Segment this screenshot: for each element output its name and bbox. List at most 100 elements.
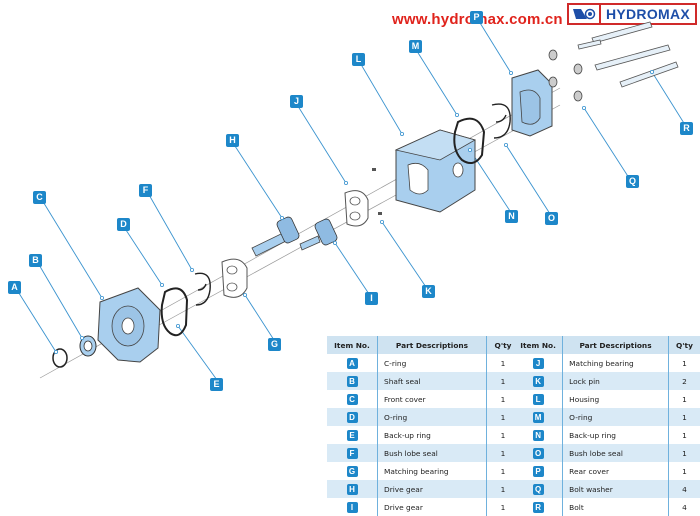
logo-text: HYDROMAX [605, 6, 691, 22]
part-p-rear-cover [511, 69, 553, 137]
cell-part-description: Lock pin [562, 372, 669, 390]
callout-d: D [117, 218, 130, 231]
cell-part-description: Back-up ring [562, 426, 669, 444]
table-header-row: Item No. Part Descriptions Q'ty [514, 336, 700, 354]
item-badge: B [346, 375, 358, 387]
cell-item-no: L [514, 390, 564, 408]
cell-item-no: F [327, 444, 378, 462]
cell-qty: 1 [486, 408, 519, 426]
cell-part-description: Drive gear [377, 498, 487, 516]
part-r-bolts [577, 21, 679, 88]
part-d-o-ring [160, 287, 189, 337]
cell-qty: 1 [500, 430, 506, 440]
part-k-lock-pins [372, 168, 382, 215]
header-item-no: Item No. [327, 336, 378, 354]
cell-qty: 1 [500, 502, 506, 512]
cell-qty: 1 [668, 408, 700, 426]
cell-qty: 1 [500, 466, 506, 476]
item-badge: I [346, 501, 358, 513]
cell-item-no: J [514, 354, 564, 372]
cell-item-no: A [327, 354, 378, 372]
part-i-drive-gear [299, 218, 338, 251]
cell-item-no: D [327, 408, 378, 426]
item-badge: M [532, 411, 544, 423]
cell-part-description: Bush lobe seal [562, 444, 669, 462]
cell-part-description: Bolt [562, 498, 669, 516]
callout-q: Q [626, 175, 639, 188]
part-m-o-ring [453, 117, 486, 165]
cell-item-no: C [327, 390, 378, 408]
cell-qty: 1 [682, 430, 687, 440]
cell-qty: 1 [486, 480, 519, 498]
part-c-front-cover [97, 287, 161, 363]
cell-qty: 1 [668, 444, 700, 462]
cell-item-no: N [514, 426, 564, 444]
callout-n: N [505, 210, 518, 223]
cell-item-no: M [514, 408, 564, 426]
header-qty: Q'ty [486, 336, 519, 354]
part-l-housing [394, 129, 477, 213]
cell-qty: 4 [682, 502, 687, 512]
cell-item-no: Q [514, 480, 564, 498]
cell-qty: 1 [682, 466, 687, 476]
item-badge: F [346, 447, 358, 459]
header-qty: Q'ty [668, 336, 700, 354]
callout-g: G [268, 338, 281, 351]
item-badge: G [346, 465, 358, 477]
item-badge: H [346, 483, 358, 495]
cell-item-no: E [327, 426, 378, 444]
callout-r: R [680, 122, 693, 135]
table-row: I Drive gear 1 [327, 498, 519, 516]
callout-j: J [290, 95, 303, 108]
item-badge: K [532, 375, 544, 387]
part-o-bush-lobe-seal [491, 103, 511, 139]
item-badge: O [532, 447, 544, 459]
item-badge: A [346, 357, 358, 369]
cell-part-description: Matching bearing [562, 354, 669, 372]
cell-part-description: C-ring [377, 354, 487, 372]
cell-item-no: H [327, 480, 378, 498]
item-badge: Q [532, 483, 544, 495]
cell-part-description: Shaft seal [377, 372, 487, 390]
part-h-drive-gear [251, 216, 300, 257]
hydromax-logo: HYDROMAX [567, 3, 697, 25]
part-j-matching-bearing [344, 190, 369, 227]
callout-o: O [545, 212, 558, 225]
callout-b: B [29, 254, 42, 267]
cell-item-no: R [514, 498, 564, 516]
part-g-matching-bearing [221, 258, 248, 298]
part-f-bush-lobe-seal [194, 272, 211, 306]
cell-item-no: O [514, 444, 564, 462]
cell-qty: 1 [682, 394, 687, 404]
callout-a: A [8, 281, 21, 294]
callout-l: L [352, 53, 365, 66]
item-badge: E [346, 429, 358, 441]
item-badge: C [346, 393, 358, 405]
cell-part-description: Drive gear [377, 480, 487, 498]
cell-item-no: B [327, 372, 378, 390]
cell-part-description: Front cover [377, 390, 487, 408]
table-row: R Bolt 4 [514, 498, 700, 516]
item-badge: D [346, 411, 358, 423]
table-row: E Back-up ring 1 [327, 426, 519, 444]
cell-qty: 1 [486, 372, 519, 390]
cell-part-description: Back-up ring [377, 426, 487, 444]
cell-item-no: K [514, 372, 564, 390]
callout-k: K [422, 285, 435, 298]
cell-item-no: I [327, 498, 378, 516]
cell-qty: 4 [668, 480, 700, 498]
item-badge: R [532, 501, 544, 513]
